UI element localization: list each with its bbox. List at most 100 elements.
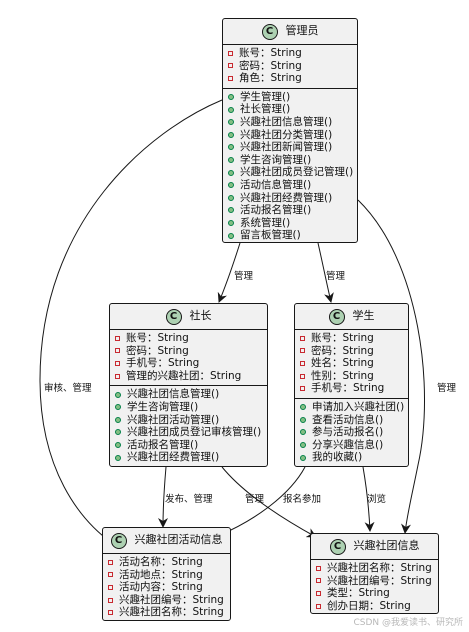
public-method-icon xyxy=(228,94,234,101)
public-method-icon xyxy=(300,454,306,461)
private-field-icon xyxy=(108,610,113,616)
private-field-icon xyxy=(228,75,233,81)
class-header: C 管理员 xyxy=(223,19,357,45)
private-field-icon xyxy=(300,348,305,354)
public-method-icon xyxy=(115,429,121,436)
private-field-icon xyxy=(115,348,120,354)
private-field-icon xyxy=(108,559,113,565)
field-text: 兴趣社团编号：String xyxy=(119,593,224,606)
fields-section: 账号：String 密码：String 角色：String xyxy=(223,45,357,88)
class-admin: C 管理员 账号：String 密码：String 角色：String 学生管理… xyxy=(222,18,358,243)
edge-label-admin-president: 管理 xyxy=(234,271,254,282)
method-row: 兴趣社团信息管理() xyxy=(115,388,267,401)
private-field-icon xyxy=(115,373,120,379)
edge-label-president-activity: 发布、管理 xyxy=(165,494,213,505)
field-row: 兴趣社团名称：String xyxy=(316,562,438,575)
edge-president-club xyxy=(221,466,317,538)
edge-admin-president xyxy=(217,242,241,303)
field-text: 账号：String xyxy=(126,332,189,344)
method-row: 留言板管理() xyxy=(228,229,357,242)
field-row: 姓名：String xyxy=(300,357,408,370)
public-method-icon xyxy=(115,391,121,398)
method-text: 活动报名管理() xyxy=(240,204,312,217)
method-text: 兴趣社团活动管理() xyxy=(127,413,220,426)
public-method-icon xyxy=(228,119,234,126)
method-row: 申请加入兴趣社团() xyxy=(300,401,408,414)
method-row: 兴趣社团新闻管理() xyxy=(228,141,357,154)
method-text: 兴趣社团信息管理() xyxy=(240,115,333,128)
private-field-icon xyxy=(300,360,305,366)
private-field-icon xyxy=(300,335,305,341)
method-row: 活动报名管理() xyxy=(115,439,267,452)
private-field-icon xyxy=(300,373,305,379)
method-row: 学生咨询管理() xyxy=(115,401,267,414)
class-name: 管理员 xyxy=(285,24,319,38)
private-field-icon xyxy=(300,386,305,392)
method-row: 系统管理() xyxy=(228,217,357,230)
method-row: 分享兴趣信息() xyxy=(300,439,408,452)
method-text: 留言板管理() xyxy=(240,229,301,242)
method-row: 兴趣社团分类管理() xyxy=(228,129,357,142)
edge-admin-student xyxy=(317,242,334,303)
private-field-icon xyxy=(316,603,321,609)
method-text: 兴趣社团成员登记审核管理() xyxy=(127,426,262,439)
private-field-icon xyxy=(316,590,321,596)
private-field-icon xyxy=(108,584,113,590)
field-text: 活动地点：String xyxy=(119,568,203,581)
public-method-icon xyxy=(115,442,121,449)
methods-section: 兴趣社团信息管理() 学生咨询管理() 兴趣社团活动管理() 兴趣社团成员登记审… xyxy=(110,385,267,467)
private-field-icon xyxy=(228,50,233,56)
class-activity: C 兴趣社团活动信息 活动名称：String 活动地点：String 活动内容：… xyxy=(102,527,231,621)
field-row: 活动地点：String xyxy=(108,569,230,582)
class-icon: C xyxy=(110,532,127,549)
public-method-icon xyxy=(228,106,234,113)
field-text: 创办日期：String xyxy=(327,599,411,612)
private-field-icon xyxy=(228,63,233,69)
field-row: 管理的兴趣社团：String xyxy=(115,370,267,383)
public-method-icon xyxy=(115,454,121,461)
method-row: 活动信息管理() xyxy=(228,179,357,192)
public-method-icon xyxy=(228,131,234,138)
edge-student-club xyxy=(362,466,375,532)
method-text: 兴趣社团信息管理() xyxy=(127,388,220,401)
edge-label-president-club: 管理 xyxy=(245,494,265,505)
class-name: 兴趣社团活动信息 xyxy=(134,533,223,547)
method-row: 兴趣社团活动管理() xyxy=(115,414,267,427)
class-header: C 兴趣社团活动信息 xyxy=(103,528,230,554)
method-text: 系统管理() xyxy=(240,216,291,229)
field-row: 兴趣社团编号：String xyxy=(316,575,438,588)
public-method-icon xyxy=(300,404,306,411)
field-text: 活动内容：String xyxy=(119,581,203,594)
fields-section: 账号：String 密码：String 姓名：String 性别：String … xyxy=(295,330,408,398)
field-row: 账号：String xyxy=(228,47,357,60)
method-row: 兴趣社团经费管理() xyxy=(228,192,357,205)
field-text: 活动名称：String xyxy=(119,556,203,568)
watermark: CSDN @我爱读书、研究所 xyxy=(353,618,463,628)
field-row: 活动名称：String xyxy=(108,556,230,569)
fields-section: 账号：String 密码：String 手机号：String 管理的兴趣社团：S… xyxy=(110,330,267,385)
class-student: C 学生 账号：String 密码：String 姓名：String 性别：St… xyxy=(294,303,409,467)
method-row: 社长管理() xyxy=(228,103,357,116)
class-icon: C xyxy=(329,538,346,555)
public-method-icon xyxy=(300,416,306,423)
field-row: 类型：String xyxy=(316,587,438,600)
class-club: C 兴趣社团信息 兴趣社团名称：String 兴趣社团编号：String 类型：… xyxy=(310,533,439,614)
method-text: 兴趣社团成员登记管理() xyxy=(240,166,354,179)
private-field-icon xyxy=(115,360,120,366)
method-text: 我的收藏() xyxy=(312,451,363,464)
method-text: 查看活动信息() xyxy=(312,413,384,426)
method-text: 活动报名管理() xyxy=(127,438,199,451)
public-method-icon xyxy=(300,442,306,449)
field-row: 兴趣社团名称：String xyxy=(108,606,230,619)
field-row: 性别：String xyxy=(300,370,408,383)
field-row: 账号：String xyxy=(115,332,267,345)
field-text: 性别：String xyxy=(311,369,374,382)
private-field-icon xyxy=(108,597,113,603)
method-row: 学生管理() xyxy=(228,91,357,104)
field-text: 手机号：String xyxy=(311,382,385,395)
field-text: 密码：String xyxy=(126,344,189,357)
field-text: 管理的兴趣社团：String xyxy=(126,369,242,382)
public-method-icon xyxy=(228,232,234,239)
field-text: 手机号：String xyxy=(126,357,200,370)
class-icon: C xyxy=(328,308,345,325)
